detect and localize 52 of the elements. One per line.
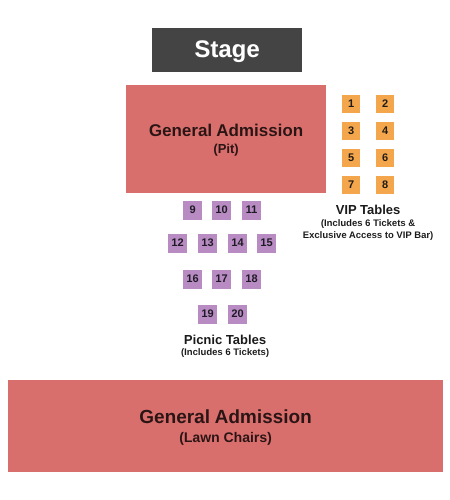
section-name: 17	[215, 273, 228, 286]
table-block	[376, 149, 394, 167]
section-note: (Includes 6 Tickets & Exclusive Access to VIP Bar)	[302, 218, 434, 242]
table-block	[242, 270, 261, 289]
section-name: 3	[348, 124, 354, 138]
section-subtitle: (Lawn Chairs)	[179, 428, 272, 446]
section-name: General Admission	[139, 406, 312, 429]
table-block	[212, 201, 231, 220]
section-name: 7	[348, 178, 354, 192]
table-block	[376, 95, 394, 113]
table-block	[242, 201, 261, 220]
section-name: General Admission	[148, 121, 304, 141]
table-block	[342, 176, 360, 194]
table-block	[342, 149, 360, 167]
stage-block	[152, 28, 302, 72]
section-name: 15	[260, 237, 273, 250]
table-block	[257, 234, 276, 253]
table-block	[183, 201, 202, 220]
section-name: 11	[246, 204, 258, 217]
section-name: 16	[186, 273, 199, 286]
section-name: 6	[382, 152, 388, 164]
section-name: 4	[382, 124, 388, 138]
table-block	[212, 270, 231, 289]
section-name: 20	[231, 308, 244, 321]
section-name: Stage	[194, 36, 260, 64]
section-note: (Includes 6 Tickets)	[180, 347, 270, 359]
section-name: 13	[201, 237, 214, 250]
section-name: 1	[348, 98, 354, 110]
table-block	[228, 234, 247, 253]
section-name: 19	[201, 308, 214, 321]
section-name: 5	[348, 152, 354, 164]
table-block	[342, 95, 360, 113]
table-block	[228, 305, 247, 324]
table-block	[168, 234, 187, 253]
table-block	[198, 305, 217, 324]
section-name: 12	[171, 237, 184, 250]
seating-section	[8, 380, 443, 472]
section-name: 14	[231, 237, 244, 250]
seating-section	[126, 85, 326, 193]
table-block	[376, 122, 394, 140]
table-block	[183, 270, 202, 289]
section-name: 10	[215, 204, 228, 217]
section-name: 2	[382, 98, 388, 110]
section-title: VIP Tables	[334, 202, 402, 218]
section-name: 8	[382, 178, 388, 192]
table-block	[198, 234, 217, 253]
table-block	[376, 176, 394, 194]
section-name: 9	[189, 204, 196, 217]
section-title: Picnic Tables	[182, 332, 268, 348]
table-block	[342, 122, 360, 140]
section-subtitle: (Pit)	[213, 140, 239, 157]
section-name: 18	[245, 273, 258, 286]
